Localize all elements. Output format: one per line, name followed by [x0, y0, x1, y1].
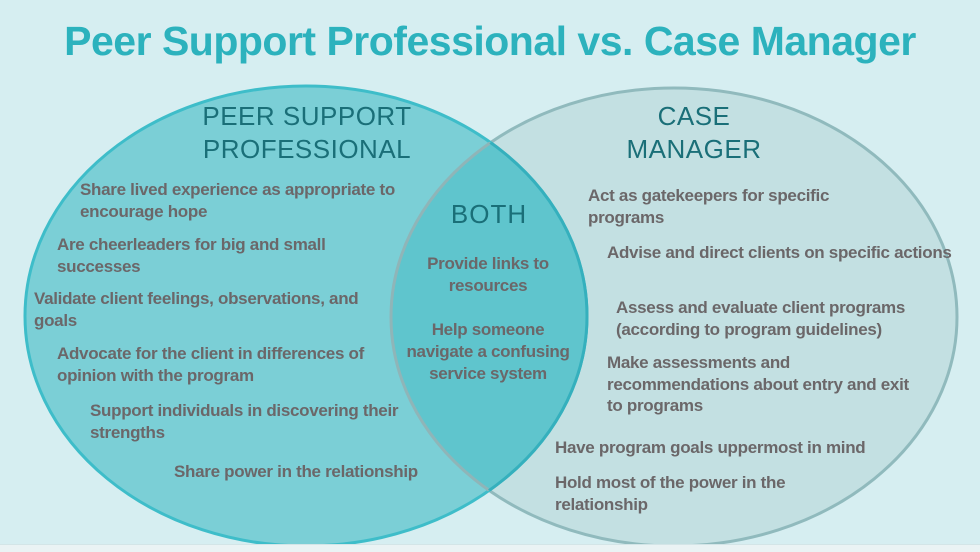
right-item-make-assessments: Make assessments and recommendations abo… — [607, 353, 909, 415]
left-item-share-power: Share power in the relationship — [174, 462, 418, 481]
left-item-validate-feelings: Validate client feelings, observations, … — [34, 289, 359, 330]
overlap-lens — [389, 86, 587, 546]
right-item-program-goals: Have program goals uppermost in mind — [555, 438, 866, 457]
both-heading: BOTH — [450, 199, 528, 229]
page-title: Peer Support Professional vs. Case Manag… — [64, 18, 916, 64]
both-item-provide-links: Provide links to resources — [427, 254, 549, 295]
right-circle-heading: CASE MANAGER — [626, 101, 762, 164]
left-item-support-strengths: Support individuals in discovering their… — [90, 401, 399, 442]
right-item-assess-evaluate: Assess and evaluate client programs (acc… — [616, 298, 906, 339]
bottom-edge-strip — [0, 544, 980, 552]
right-item-gatekeepers: Act as gatekeepers for specific programs — [588, 186, 830, 227]
both-item-navigate-system: Help someone navigate a confusing servic… — [406, 320, 570, 383]
left-circle-heading: PEER SUPPORT PROFESSIONAL — [202, 101, 412, 164]
left-item-share-lived-experience: Share lived experience as appropriate to… — [80, 180, 395, 221]
left-item-advocate: Advocate for the client in differences o… — [57, 344, 364, 385]
left-circle-border-in-lens — [391, 88, 589, 546]
right-item-hold-power: Hold most of the power in the relationsh… — [555, 473, 786, 514]
right-item-advise-direct: Advise and direct clients on specific ac… — [607, 243, 952, 262]
left-item-cheerleaders: Are cheerleaders for big and small succe… — [57, 235, 326, 276]
